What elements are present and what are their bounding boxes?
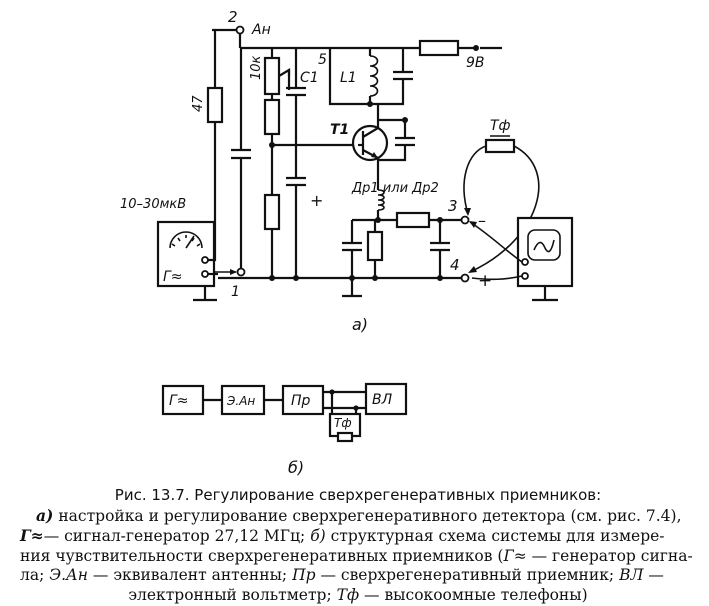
- block-voltmeter: [364, 382, 408, 416]
- block-receiver: [281, 384, 325, 416]
- supply-resistor: [418, 39, 460, 57]
- phones-label: Тф: [490, 118, 511, 134]
- caption-line-3: Г≈— сигнал-генератор 27,12 МГц; б) струк…: [20, 526, 696, 547]
- choke-label: Др1 или Др2: [351, 181, 439, 196]
- generator-symbol: Г≈: [163, 269, 183, 285]
- caption-title: Рис. 13.7. Регулирование сверхрегенерати…: [114, 486, 602, 504]
- electronic-voltmeter: [469, 216, 574, 302]
- potentiometer-10k: [263, 56, 281, 96]
- plus-label: +: [478, 271, 492, 291]
- caption-voltmeter-term: ВЛ: [619, 566, 644, 584]
- resistor-bias-upper: [263, 98, 281, 136]
- caption-line-4: ния чувствительности сверхрегенеративных…: [20, 547, 696, 567]
- caption-line-3-rest: структурная схема системы для измере-: [325, 527, 665, 545]
- caption-generator-symbol-2: Г≈: [503, 546, 527, 565]
- caption-antenna-term: Э.Ан: [49, 566, 88, 584]
- caption-line-6-end: — высокоомные телефоны): [359, 585, 588, 604]
- caption-phones-term: Тф: [336, 585, 360, 604]
- caption-line-5-mid2: — сверхрегенеративный приемник;: [315, 566, 620, 584]
- capacitor-c1-label: С1: [300, 70, 319, 86]
- caption-line-5-end: —: [643, 566, 664, 584]
- minus-label: –: [478, 211, 486, 230]
- block-diagram-b: Г≈ Э.Ан Пр ВЛ Тф б): [161, 382, 408, 477]
- transistor-t1: [351, 124, 389, 162]
- block-receiver-label: Пр: [291, 393, 311, 409]
- caption-generator-symbol: Г≈: [20, 526, 44, 545]
- resistor-47-label: 47: [191, 95, 206, 112]
- signal-generator: Г≈ 10–30мкВ: [120, 197, 218, 302]
- caption-line-2-text: настройка и регулирование сверхрегенерат…: [53, 506, 682, 525]
- point-4-label: 4: [450, 256, 460, 274]
- sublabel-b: б): [288, 458, 304, 477]
- caption-a-marker: а): [36, 505, 54, 525]
- resistor-series: [395, 211, 431, 229]
- caption-line-2: а) настройка и регулирование сверхрегене…: [20, 506, 696, 527]
- schematic-a: 9В 2 Ан 47 10к С1 +: [120, 8, 574, 334]
- terminal-2[interactable]: [235, 25, 245, 35]
- caption-b-marker: б): [305, 527, 326, 545]
- block-antenna-label: Э.Ан: [226, 394, 255, 408]
- caption-receiver-term: Пр: [292, 566, 316, 584]
- sublabel-a: а): [352, 315, 368, 334]
- point-3-label: 3: [448, 197, 458, 215]
- electrolytic-plus: +: [310, 191, 323, 210]
- terminal-4[interactable]: [460, 273, 470, 283]
- terminal-3[interactable]: [460, 215, 470, 225]
- resistor-bias-lower: [263, 193, 281, 231]
- supply-label: 9В: [466, 55, 485, 71]
- point-2-label: 2: [228, 8, 238, 26]
- resistor-10k-label: 10к: [249, 55, 264, 80]
- headphones-tf: Тф: [463, 118, 540, 273]
- antenna-label: Ан: [251, 22, 271, 38]
- caption-line-6-start: электронный вольтметр;: [128, 585, 337, 604]
- caption-line-5-mid1: — эквивалент антенны;: [88, 566, 293, 584]
- resistor-47: [206, 86, 224, 124]
- block-antenna-equivalent: [220, 384, 266, 416]
- block-voltmeter-label: ВЛ: [372, 392, 393, 408]
- caption-line-3-text: — сигнал-генератор 27,12 МГц;: [43, 527, 306, 545]
- block-generator: [161, 384, 205, 416]
- figure-caption: Рис. 13.7. Регулирование сверхрегенерати…: [20, 486, 696, 605]
- caption-line-6: электронный вольтметр; Тф — высокоомные …: [20, 586, 696, 606]
- caption-line-5-start: ла;: [20, 566, 50, 584]
- generator-level-label: 10–30мкВ: [120, 197, 186, 212]
- inductor-l1-label: L1: [340, 70, 357, 86]
- transistor-t1-label: Т1: [330, 122, 349, 138]
- caption-line-4-text: ния чувствительности сверхрегенеративных…: [20, 546, 504, 565]
- block-phones-label: Тф: [334, 416, 352, 430]
- caption-line-5: ла; Э.Ан — эквивалент антенны; Пр — свер…: [20, 566, 696, 586]
- terminal-1[interactable]: [236, 267, 246, 277]
- resistor-load: [366, 230, 384, 262]
- block-generator-label: Г≈: [169, 393, 189, 409]
- caption-line-4-rest: — генератор сигна-: [526, 546, 693, 565]
- label-5: 5: [318, 52, 327, 68]
- point-1-label: 1: [231, 284, 240, 300]
